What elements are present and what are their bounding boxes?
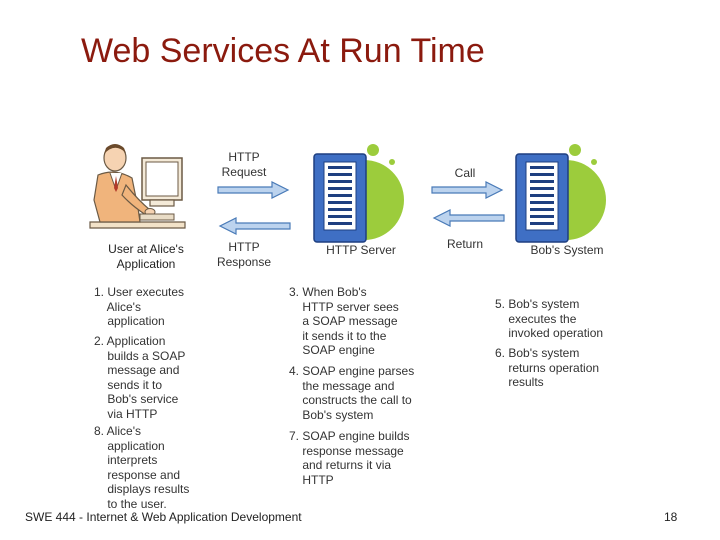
user-at-computer-illustration xyxy=(89,144,186,229)
step-3-text: 3. When Bob's HTTP server sees a SOAP me… xyxy=(289,285,399,357)
footer-course-title: SWE 444 - Internet & Web Application Dev… xyxy=(25,510,302,524)
http-response-label: HTTP Response xyxy=(216,240,272,269)
slide-title: Web Services At Run Time xyxy=(81,32,485,70)
step-6-text: 6. Bob's system returns operation result… xyxy=(495,346,600,389)
user-caption: User at Alice's Application xyxy=(108,242,184,271)
step-8-text: 8. Alice's application interprets respon… xyxy=(94,424,190,511)
http-server-label: HTTP Server xyxy=(326,243,396,257)
step-1-text: 1. User executes Alice's application xyxy=(94,285,185,328)
http-request-arrow xyxy=(217,181,290,199)
return-arrow xyxy=(432,209,505,227)
step-5-text: 5. Bob's system executes the invoked ope… xyxy=(495,297,604,340)
bobs-system-icon xyxy=(515,144,606,243)
return-label: Return xyxy=(446,237,484,251)
step-4-text: 4. SOAP engine parses the message and co… xyxy=(289,364,415,422)
call-label: Call xyxy=(454,166,476,180)
http-request-label: HTTP Request xyxy=(221,150,267,179)
call-arrow xyxy=(431,181,504,199)
bobs-system-label: Bob's System xyxy=(530,243,604,257)
step-7-text: 7. SOAP engine builds response message a… xyxy=(289,429,410,487)
http-response-arrow xyxy=(218,217,291,235)
http-server-icon xyxy=(313,144,404,243)
page-number: 18 xyxy=(664,510,678,524)
step-2-text: 2. Application builds a SOAP message and… xyxy=(94,334,186,421)
